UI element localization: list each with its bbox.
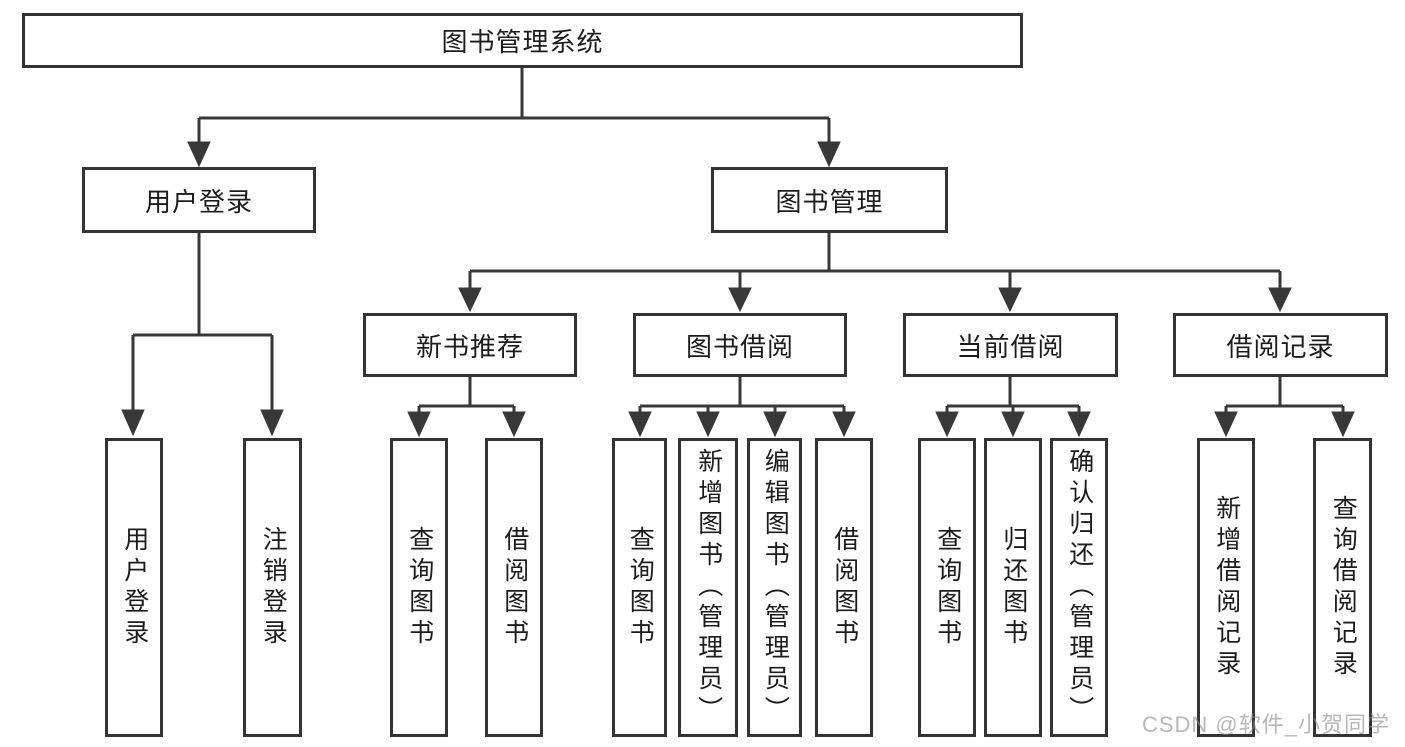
leaf-logout-login: 注销登录	[243, 438, 302, 737]
arrowhead-book-borrow	[728, 287, 752, 313]
leaf-recommend-borrow-books-label: 借阅图书	[500, 525, 529, 650]
node-root-label: 图书管理系统	[441, 27, 604, 57]
leaf-borrow-edit-books-admin: 编辑图书（管理员）	[747, 438, 802, 737]
leaf-recommend-borrow-books: 借阅图书	[485, 438, 543, 737]
leaf-records-add-record: 新增借阅记录	[1197, 438, 1255, 737]
node-book-borrow: 图书借阅	[633, 313, 847, 377]
node-borrow-records: 借阅记录	[1173, 313, 1388, 377]
leaf-logout-login-label: 注销登录	[259, 525, 288, 650]
node-current-borrow-label: 当前借阅	[956, 331, 1065, 362]
node-user-login-branch-label: 用户登录	[144, 186, 253, 217]
leaf-current-query-books-label: 查询图书	[933, 525, 962, 650]
node-book-borrow-label: 图书借阅	[685, 331, 794, 362]
leaf-borrow-query-books: 查询图书	[612, 438, 667, 737]
node-user-login-branch: 用户登录	[82, 167, 316, 233]
arrowhead-borrow-edit	[763, 411, 787, 438]
connector-login-to-leaves	[131, 233, 274, 412]
arrowhead-borrow-add	[696, 411, 720, 438]
connector-recommend-group	[417, 377, 516, 414]
leaf-current-return-books: 归还图书	[984, 438, 1042, 737]
arrowhead-borrow-borrow	[832, 411, 856, 438]
arrowhead-recommend-borrow	[502, 411, 526, 438]
leaf-recommend-query-books-label: 查询图书	[405, 525, 434, 650]
node-borrow-records-label: 借阅记录	[1226, 331, 1335, 362]
node-book-management-label: 图书管理	[775, 186, 884, 217]
arrowhead-recommend-query	[407, 411, 431, 438]
node-new-book-recommend: 新书推荐	[363, 313, 577, 377]
arrowhead-book-management	[817, 141, 841, 168]
leaf-borrow-add-books-admin-label: 新增图书（管理员）	[694, 448, 723, 727]
arrowhead-new-book	[458, 287, 482, 313]
leaf-recommend-query-books: 查询图书	[390, 438, 448, 737]
leaf-current-query-books: 查询图书	[918, 438, 976, 737]
arrowhead-current-query	[935, 411, 959, 438]
arrowhead-current-borrow	[998, 287, 1022, 313]
arrowhead-current-confirm	[1067, 411, 1091, 438]
leaf-records-query-record: 查询借阅记录	[1313, 438, 1372, 737]
leaf-borrow-query-books-label: 查询图书	[626, 525, 655, 650]
leaf-current-confirm-return-admin-label: 确认归还（管理员）	[1065, 448, 1094, 727]
arrowhead-records-add	[1214, 411, 1238, 438]
node-root: 图书管理系统	[22, 13, 1023, 68]
node-current-borrow: 当前借阅	[903, 313, 1118, 377]
watermark-text: CSDN @软件_小贺同学	[1141, 712, 1390, 737]
arrowhead-user-login	[187, 141, 211, 168]
node-book-management: 图书管理	[711, 167, 948, 233]
leaf-current-return-books-label: 归还图书	[999, 525, 1028, 650]
leaf-user-login-label: 用户登录	[120, 525, 149, 650]
leaf-borrow-add-books-admin: 新增图书（管理员）	[678, 438, 738, 737]
arrowhead-borrow-records	[1268, 287, 1292, 313]
arrowhead-records-query	[1331, 411, 1355, 438]
leaf-user-login: 用户登录	[105, 438, 163, 737]
leaf-current-confirm-return-admin: 确认归还（管理员）	[1050, 438, 1108, 737]
connector-mgmt-to-level3	[468, 233, 1282, 290]
connector-current-group	[945, 377, 1081, 414]
leaf-borrow-edit-books-admin-label: 编辑图书（管理员）	[761, 448, 790, 727]
connector-records-group	[1224, 377, 1345, 414]
arrowhead-current-return	[1001, 411, 1025, 438]
node-new-book-recommend-label: 新书推荐	[415, 331, 524, 362]
leaf-borrow-borrow-books: 借阅图书	[815, 438, 873, 737]
arrowhead-leaf-login	[121, 409, 145, 437]
leaf-records-add-record-label: 新增借阅记录	[1212, 494, 1241, 681]
connector-borrow-group	[638, 377, 846, 414]
leaf-borrow-borrow-books-label: 借阅图书	[830, 525, 859, 650]
arrowhead-leaf-logout	[260, 409, 284, 437]
leaf-records-query-record-label: 查询借阅记录	[1329, 494, 1358, 681]
connector-root-to-level2	[197, 68, 831, 144]
arrowhead-borrow-query	[628, 411, 652, 438]
